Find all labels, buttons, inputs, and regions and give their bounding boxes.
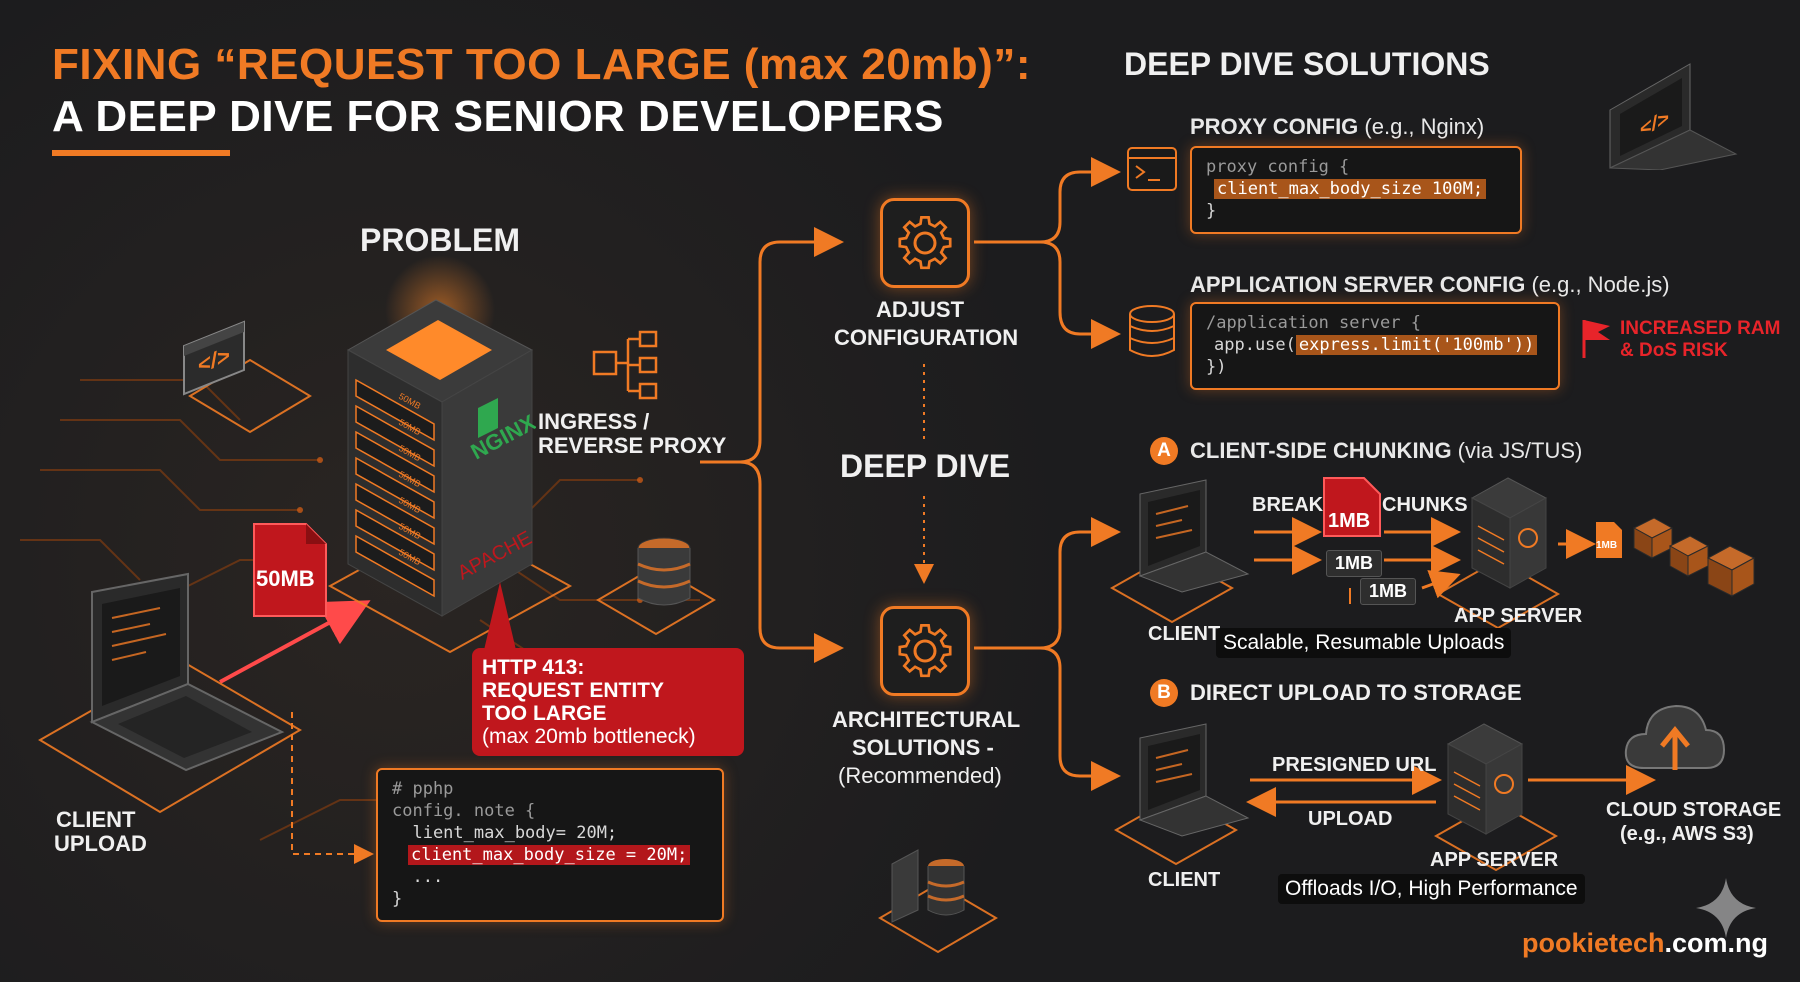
- proxy-config-title: PROXY CONFIG (e.g., Nginx): [1190, 114, 1485, 139]
- app-server-icon: [1470, 477, 1548, 589]
- file-icon: [253, 523, 327, 617]
- page-subtitle: A DEEP DIVE FOR SENIOR DEVELOPERS: [52, 92, 944, 141]
- error-code: HTTP 413:: [482, 656, 585, 679]
- file-icon: [1596, 522, 1622, 558]
- error-note: (max 20mb bottleneck): [482, 725, 696, 748]
- database-icon: [1129, 305, 1175, 357]
- proxy-code-line-3: }: [1206, 201, 1217, 221]
- adjust-config-node: [880, 198, 970, 288]
- network-tree-icon: [592, 330, 658, 400]
- presigned-url-label: PRESIGNED URL: [1272, 754, 1437, 776]
- error-line-3: TOO LARGE: [482, 702, 607, 725]
- chunk-file-label: 1MB: [1328, 510, 1371, 532]
- brand-footer: pookietech.com.ng: [1522, 928, 1769, 958]
- option-b-badge: B: [1150, 679, 1178, 707]
- ingress-label-2: REVERSE PROXY: [538, 433, 727, 458]
- warning-line-2: & DoS RISK: [1620, 340, 1728, 361]
- app-config-code: /application server { app.use(express.li…: [1190, 302, 1560, 390]
- server-rack-icon: [891, 849, 965, 923]
- terminal-icon: [1127, 147, 1177, 191]
- ingress-label-1: INGRESS /: [538, 409, 650, 434]
- laptop-icon: [89, 572, 285, 772]
- upload-label: UPLOAD: [1308, 808, 1393, 830]
- direct-upload-title: DIRECT UPLOAD TO STORAGE: [1190, 680, 1522, 705]
- code-line-4-highlight: client_max_body_size = 20M;: [408, 845, 691, 865]
- deep-dive-label: DEEP DIVE: [840, 448, 1011, 484]
- file-size-badge: 50MB: [256, 566, 315, 591]
- gear-icon: [898, 624, 952, 678]
- app-code-line-3: }): [1206, 357, 1227, 377]
- cloud-storage-label-2: (e.g., AWS S3): [1620, 823, 1754, 845]
- code-window-icon: </>: [183, 320, 245, 396]
- title-underline: [52, 150, 230, 156]
- architectural-node: [880, 606, 970, 696]
- direct-server-label: APP SERVER: [1430, 849, 1559, 871]
- error-pointer: [484, 582, 516, 650]
- app-server-icon: [1446, 723, 1524, 835]
- file-icon: [1323, 477, 1381, 537]
- proxy-code-highlight: client_max_body_size 100M;: [1214, 179, 1487, 199]
- code-line-6: }: [392, 889, 403, 909]
- laptop-icon: [1138, 479, 1250, 593]
- problem-heading: PROBLEM: [360, 222, 520, 258]
- laptop-icon: [1138, 723, 1250, 837]
- adjust-label-2: CONFIGURATION: [834, 325, 1019, 350]
- client-upload-label-1: CLIENT: [56, 807, 136, 832]
- chunk-2: 1MB: [1326, 550, 1383, 577]
- chunking-server-label: APP SERVER: [1454, 605, 1583, 627]
- warning-line-1: INCREASED RAM: [1620, 318, 1781, 339]
- sparkle-icon: [1696, 878, 1756, 938]
- proxy-code-line-1: proxy config {: [1206, 157, 1350, 177]
- code-line-1: # pphp: [392, 779, 454, 799]
- solutions-heading: DEEP DIVE SOLUTIONS: [1124, 46, 1490, 82]
- code-line-5: ...: [392, 867, 444, 887]
- cloud-upload-icon: [1624, 704, 1726, 770]
- chunks-label: CHUNKS: [1382, 494, 1468, 516]
- app-code-highlight: express.limit('100mb')): [1295, 335, 1538, 355]
- option-a-badge: A: [1150, 437, 1178, 465]
- code-line-2: config. note {: [392, 801, 536, 821]
- chunking-tagline: Scalable, Resumable Uploads: [1216, 628, 1512, 658]
- flag-icon: [1582, 320, 1610, 358]
- direct-tagline: Offloads I/O, High Performance: [1278, 874, 1585, 904]
- break-label: BREAK: [1252, 494, 1324, 516]
- page-title: FIXING “REQUEST TOO LARGE (max 20mb)”:: [52, 40, 1031, 89]
- error-line-2: REQUEST ENTITY: [482, 679, 665, 702]
- laptop-icon: </>: [1609, 63, 1738, 170]
- client-upload-label-2: UPLOAD: [54, 831, 147, 856]
- http-413-error-box: HTTP 413: REQUEST ENTITY TOO LARGE (max …: [472, 648, 744, 756]
- chunking-client-label: CLIENT: [1148, 623, 1221, 645]
- arch-label-2: SOLUTIONS -: [852, 735, 994, 760]
- app-config-title: APPLICATION SERVER CONFIG (e.g., Node.js…: [1190, 272, 1670, 297]
- chunk-assembly-icon: [1632, 517, 1756, 597]
- adjust-label-1: ADJUST: [876, 297, 965, 322]
- small-chunk-label: 1MB: [1596, 540, 1618, 551]
- chunk-3: 1MB: [1360, 578, 1417, 605]
- database-icon: [637, 537, 691, 606]
- code-line-3: lient_max_body= 20M;: [392, 823, 618, 843]
- gear-icon: [898, 216, 952, 270]
- proxy-config-code: proxy config { client_max_body_size 100M…: [1190, 146, 1522, 234]
- problem-config-code: # pphp config. note { lient_max_body= 20…: [376, 768, 724, 922]
- arch-label-3: (Recommended): [838, 763, 1002, 788]
- arch-label-1: ARCHITECTURAL: [832, 707, 1021, 732]
- direct-client-label: CLIENT: [1148, 869, 1221, 891]
- cloud-storage-label-1: CLOUD STORAGE: [1606, 799, 1782, 821]
- chunking-title: CLIENT-SIDE CHUNKING (via JS/TUS): [1190, 438, 1583, 463]
- server-rack-icon: NGINX APACHE 50MB50MB50MB50MB50MB50MB50M…: [346, 299, 536, 617]
- app-code-line-1: /application server {: [1206, 313, 1421, 333]
